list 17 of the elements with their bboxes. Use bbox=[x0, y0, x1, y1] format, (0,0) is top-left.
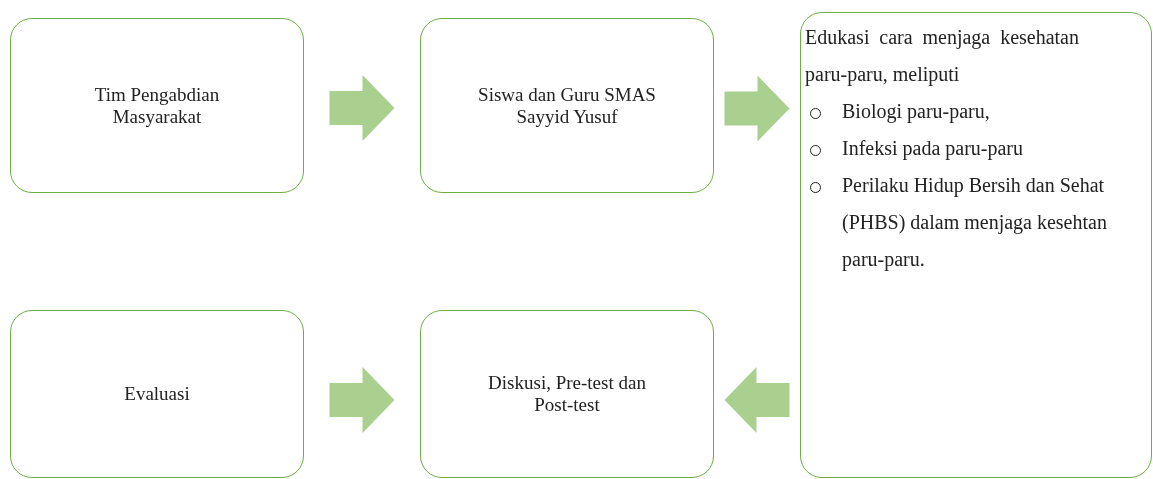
box-text: Siswa dan Guru SMAS Sayyid Yusuf bbox=[477, 83, 657, 128]
list-item: Biologi paru-paru, bbox=[805, 93, 1139, 130]
list-item: Infeksi pada paru-paru bbox=[805, 130, 1139, 167]
process-box bbox=[10, 18, 304, 193]
block-arrow bbox=[724, 75, 790, 142]
box-text: Evaluasi bbox=[124, 383, 190, 405]
box-text: Edukasi cara menjaga kesehatan paru-paru, meliputi bbox=[805, 25, 1080, 88]
box-text: Tim Pengabdian Masyarakat bbox=[93, 83, 221, 128]
block-arrow bbox=[329, 367, 395, 433]
list-item: Perilaku Hidup Bersih dan Sehat (PHBS) dalam menjaga kesehtan paru-paru. bbox=[805, 167, 1139, 278]
block-arrow bbox=[724, 367, 790, 433]
block-arrow bbox=[329, 75, 395, 141]
process-box bbox=[420, 310, 714, 478]
process-box bbox=[10, 310, 304, 478]
process-box bbox=[800, 12, 1152, 478]
box-text: Diskusi, Pre-test dan Post-test bbox=[487, 372, 647, 416]
process-box bbox=[420, 18, 714, 193]
